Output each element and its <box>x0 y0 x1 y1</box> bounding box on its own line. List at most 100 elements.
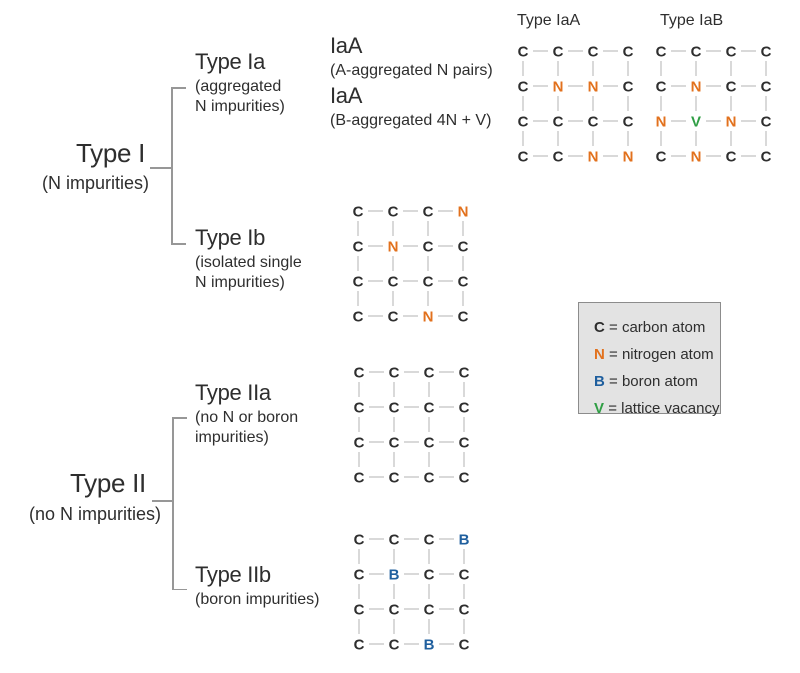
atom-C: C <box>389 601 400 618</box>
atom-C: C <box>761 113 772 130</box>
bracket1-top-tick <box>171 87 186 89</box>
atom-C: C <box>424 566 435 583</box>
type1a-sublabel: (aggregated N impurities) <box>195 78 285 115</box>
atom-C: C <box>353 238 364 255</box>
atom-C: C <box>553 43 564 60</box>
atom-C: C <box>389 469 400 486</box>
atom-C: C <box>353 203 364 220</box>
atom-C: C <box>588 113 599 130</box>
atom-C: C <box>459 469 470 486</box>
legend: C = carbon atom N = nitrogen atom B = bo… <box>578 302 721 417</box>
lattice-iaa-title: Type IaA <box>517 12 581 29</box>
atom-C: C <box>726 148 737 165</box>
atom-N: N <box>553 78 564 95</box>
atom-C: C <box>691 43 702 60</box>
type2a-sublabel: (no N or boron impurities) <box>195 409 299 446</box>
atom-C: C <box>354 601 365 618</box>
nitrogen-desc: = nitrogen atom <box>609 346 714 363</box>
atom-N: N <box>423 308 434 325</box>
atom-C: C <box>424 469 435 486</box>
atom-C: C <box>389 364 400 381</box>
atom-C: C <box>353 308 364 325</box>
atom-C: C <box>424 434 435 451</box>
atom-C: C <box>354 399 365 416</box>
type1b-label: Type Ib <box>195 225 266 250</box>
atom-C: C <box>388 308 399 325</box>
type2b-label: Type IIb <box>195 562 271 587</box>
atom-N: N <box>458 203 469 220</box>
atom-V: V <box>691 113 701 130</box>
atom-C: C <box>623 78 634 95</box>
atom-C: C <box>761 78 772 95</box>
atom-C: C <box>354 531 365 548</box>
vacancy-symbol: V <box>594 400 605 417</box>
atom-C: C <box>656 43 667 60</box>
type2b-sublabel: (boron impurities) <box>195 591 320 608</box>
atom-C: C <box>518 78 529 95</box>
nitrogen-symbol: N <box>594 346 605 363</box>
atom-C: C <box>424 399 435 416</box>
iab-sublabel: (B-aggregated 4N + V) <box>330 112 492 129</box>
atom-C: C <box>459 636 470 653</box>
boron-desc: = boron atom <box>609 373 698 390</box>
atom-B: B <box>424 636 435 653</box>
atom-C: C <box>423 273 434 290</box>
bracket2-bottom-tick <box>172 588 187 590</box>
type1a-label: Type Ia <box>195 49 266 74</box>
bracket1-vertical-line <box>171 87 173 244</box>
atom-C: C <box>388 203 399 220</box>
atom-C: C <box>459 434 470 451</box>
atom-C: C <box>726 78 737 95</box>
atom-C: C <box>459 601 470 618</box>
vacancy-desc: = lattice vacancy <box>608 400 720 417</box>
atom-C: C <box>354 636 365 653</box>
atom-C: C <box>389 434 400 451</box>
atom-C: C <box>354 469 365 486</box>
legend-item-boron: B = boron atom <box>594 368 720 395</box>
atom-C: C <box>423 203 434 220</box>
atom-C: C <box>623 113 634 130</box>
atom-C: C <box>354 364 365 381</box>
atom-N: N <box>588 78 599 95</box>
atom-C: C <box>726 43 737 60</box>
atom-N: N <box>726 113 737 130</box>
atom-N: N <box>691 148 702 165</box>
atom-C: C <box>389 399 400 416</box>
atom-C: C <box>424 364 435 381</box>
atom-C: C <box>656 78 667 95</box>
atom-C: C <box>458 273 469 290</box>
atom-N: N <box>588 148 599 165</box>
atom-C: C <box>388 273 399 290</box>
legend-item-nitrogen: N = nitrogen atom <box>594 341 720 368</box>
atom-N: N <box>388 238 399 255</box>
bracket2-top-tick <box>172 417 187 419</box>
atom-C: C <box>458 238 469 255</box>
atom-C: C <box>623 43 634 60</box>
boron-symbol: B <box>594 373 605 390</box>
bracket2-vertical-line <box>172 417 174 590</box>
atom-C: C <box>458 308 469 325</box>
atom-C: C <box>518 113 529 130</box>
atom-N: N <box>691 78 702 95</box>
atom-N: N <box>656 113 667 130</box>
type1b-sublabel: (isolated single N impurities) <box>195 254 302 291</box>
atom-C: C <box>354 434 365 451</box>
bracket2-connector-line <box>152 500 172 502</box>
carbon-symbol: C <box>594 319 605 336</box>
atom-C: C <box>459 566 470 583</box>
type2-label: Type II <box>70 468 146 498</box>
type2a-label: Type IIa <box>195 380 271 405</box>
type1-label: Type I <box>76 138 146 168</box>
iaa-sublabel: (A-aggregated N pairs) <box>330 62 493 79</box>
iaa-label: IaA <box>330 33 363 58</box>
atom-C: C <box>353 273 364 290</box>
